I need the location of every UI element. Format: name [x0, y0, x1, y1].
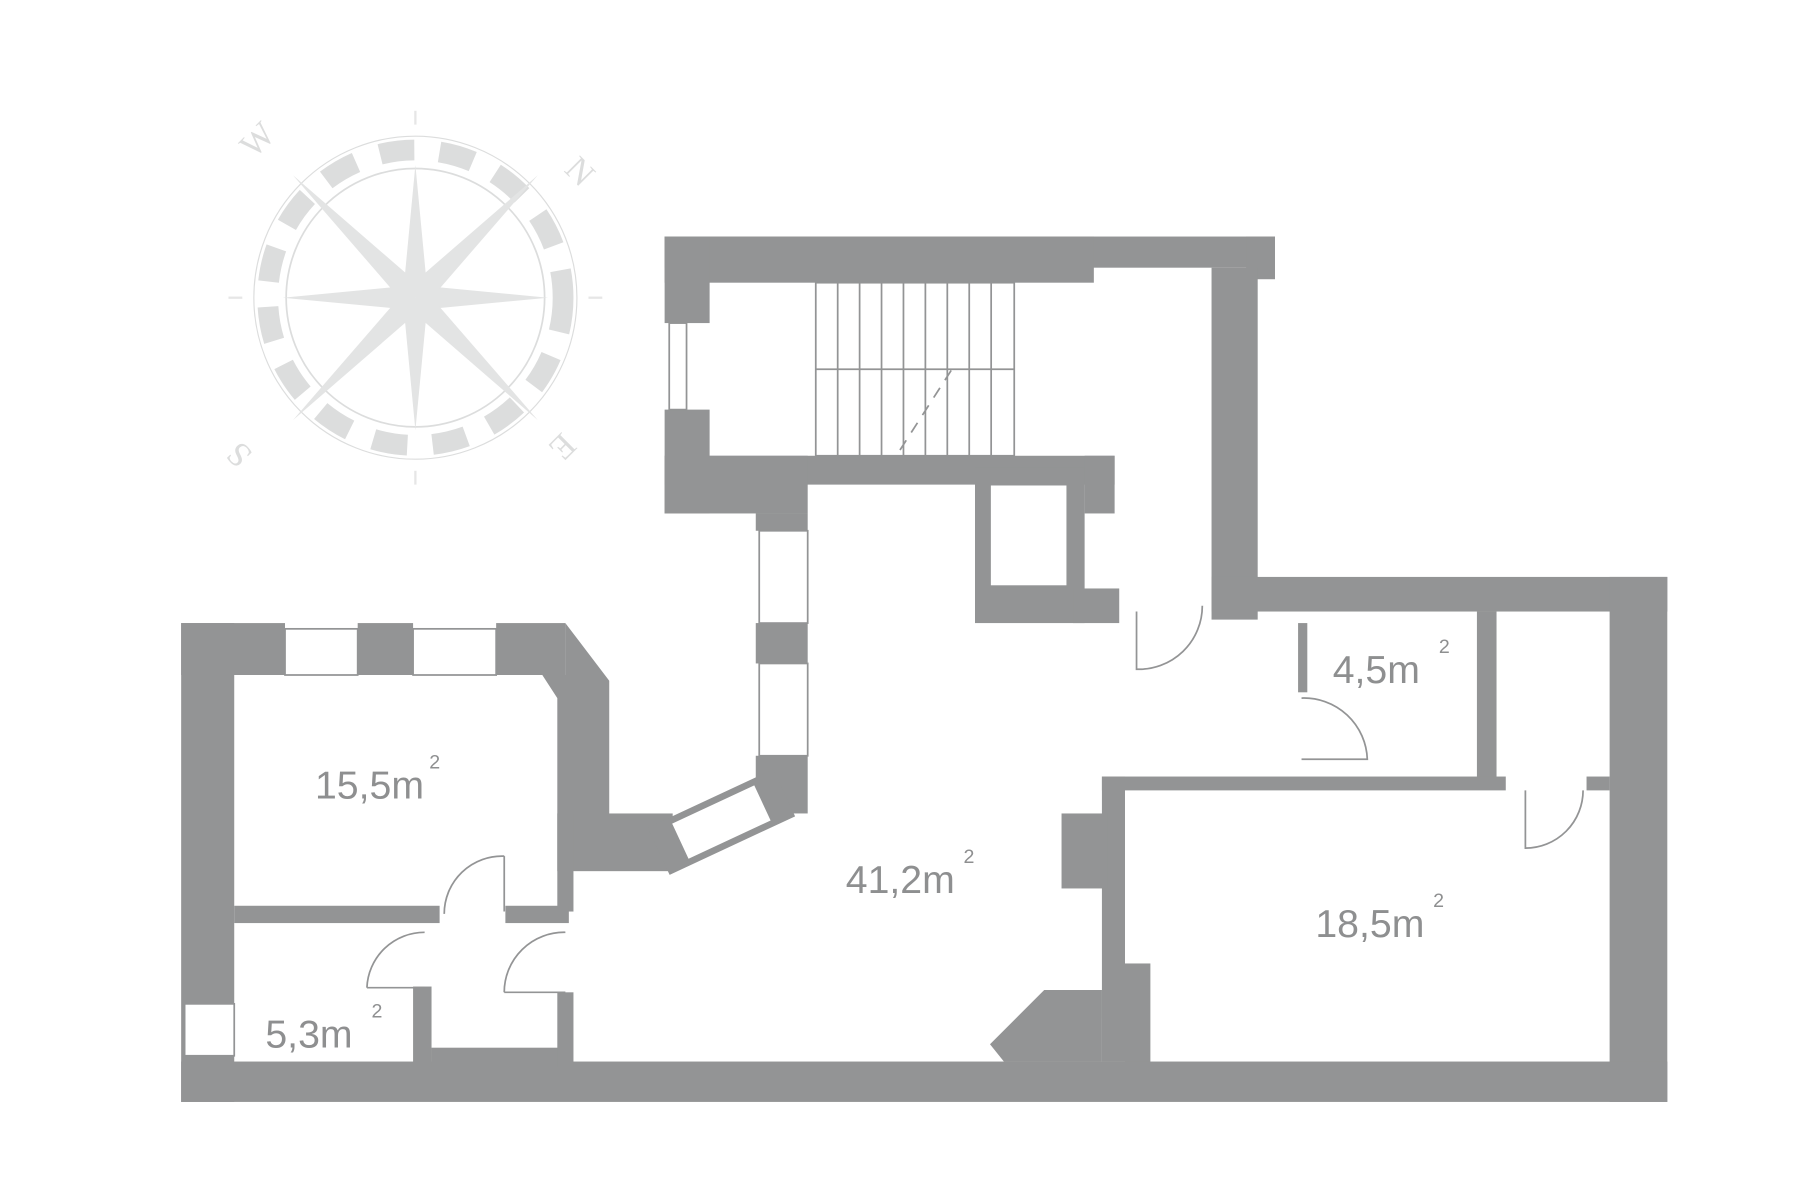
room-label-18-5: 18,5m 2 — [1315, 890, 1444, 946]
room-label-15-5: 15,5m 2 — [315, 751, 440, 807]
room-label-4-5: 4,5m 2 — [1333, 636, 1450, 692]
walls — [181, 236, 1668, 1102]
compass-rose-icon: N W S E — [219, 110, 603, 485]
room-area: 18,5m — [1315, 902, 1424, 946]
area-unit-sup: 2 — [1439, 636, 1450, 658]
area-unit-sup: 2 — [372, 1001, 383, 1023]
room-label-5-3: 5,3m 2 — [265, 1001, 382, 1057]
compass-east: E — [542, 426, 584, 468]
area-unit-sup: 2 — [429, 751, 440, 773]
room-label-41-2: 41,2m 2 — [846, 846, 975, 902]
area-unit-sup: 2 — [963, 846, 974, 868]
compass-south: S — [219, 434, 259, 474]
room-area: 4,5m — [1333, 648, 1420, 692]
compass-west: W — [233, 115, 283, 165]
area-unit-sup: 2 — [1433, 890, 1444, 912]
room-area: 5,3m — [265, 1013, 352, 1057]
room-area: 15,5m — [315, 763, 424, 807]
room-area: 41,2m — [846, 858, 955, 902]
compass-north: N — [557, 150, 602, 195]
